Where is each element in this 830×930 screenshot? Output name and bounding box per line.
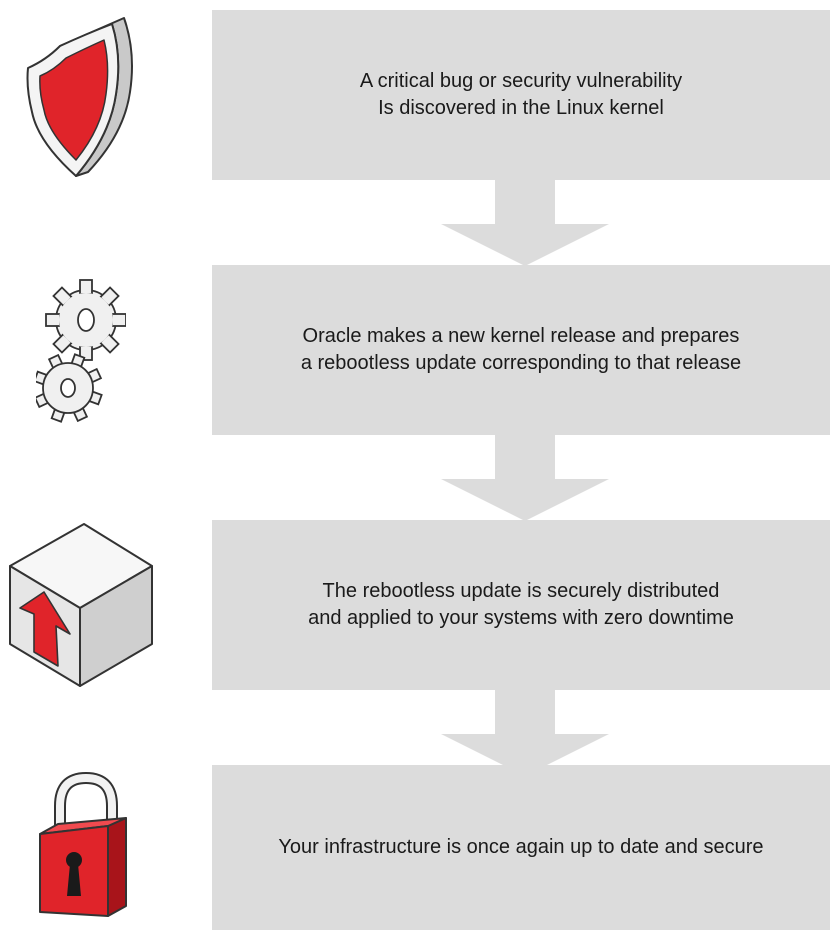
step-box-4: Your infrastructure is once again up to … — [212, 765, 830, 930]
step-box-1: A critical bug or security vulnerability… — [212, 10, 830, 180]
step-text-2: Oracle makes a new kernel release and pr… — [300, 325, 742, 374]
step-text-3: The rebootless update is securely distri… — [308, 580, 734, 629]
padlock-icon — [34, 771, 134, 922]
down-arrow-2 — [441, 435, 609, 521]
step-text-1: A critical bug or security vulnerability… — [359, 70, 683, 119]
down-arrow-1 — [441, 180, 609, 266]
down-arrow-3 — [441, 690, 609, 776]
shield-icon — [24, 12, 144, 177]
step-text-4: Your infrastructure is once again up to … — [278, 836, 764, 858]
box-upload-icon — [6, 520, 156, 690]
step-box-2: Oracle makes a new kernel release and pr… — [212, 265, 830, 435]
step-box-3: The rebootless update is securely distri… — [212, 520, 830, 690]
gears-icon — [33, 268, 127, 430]
